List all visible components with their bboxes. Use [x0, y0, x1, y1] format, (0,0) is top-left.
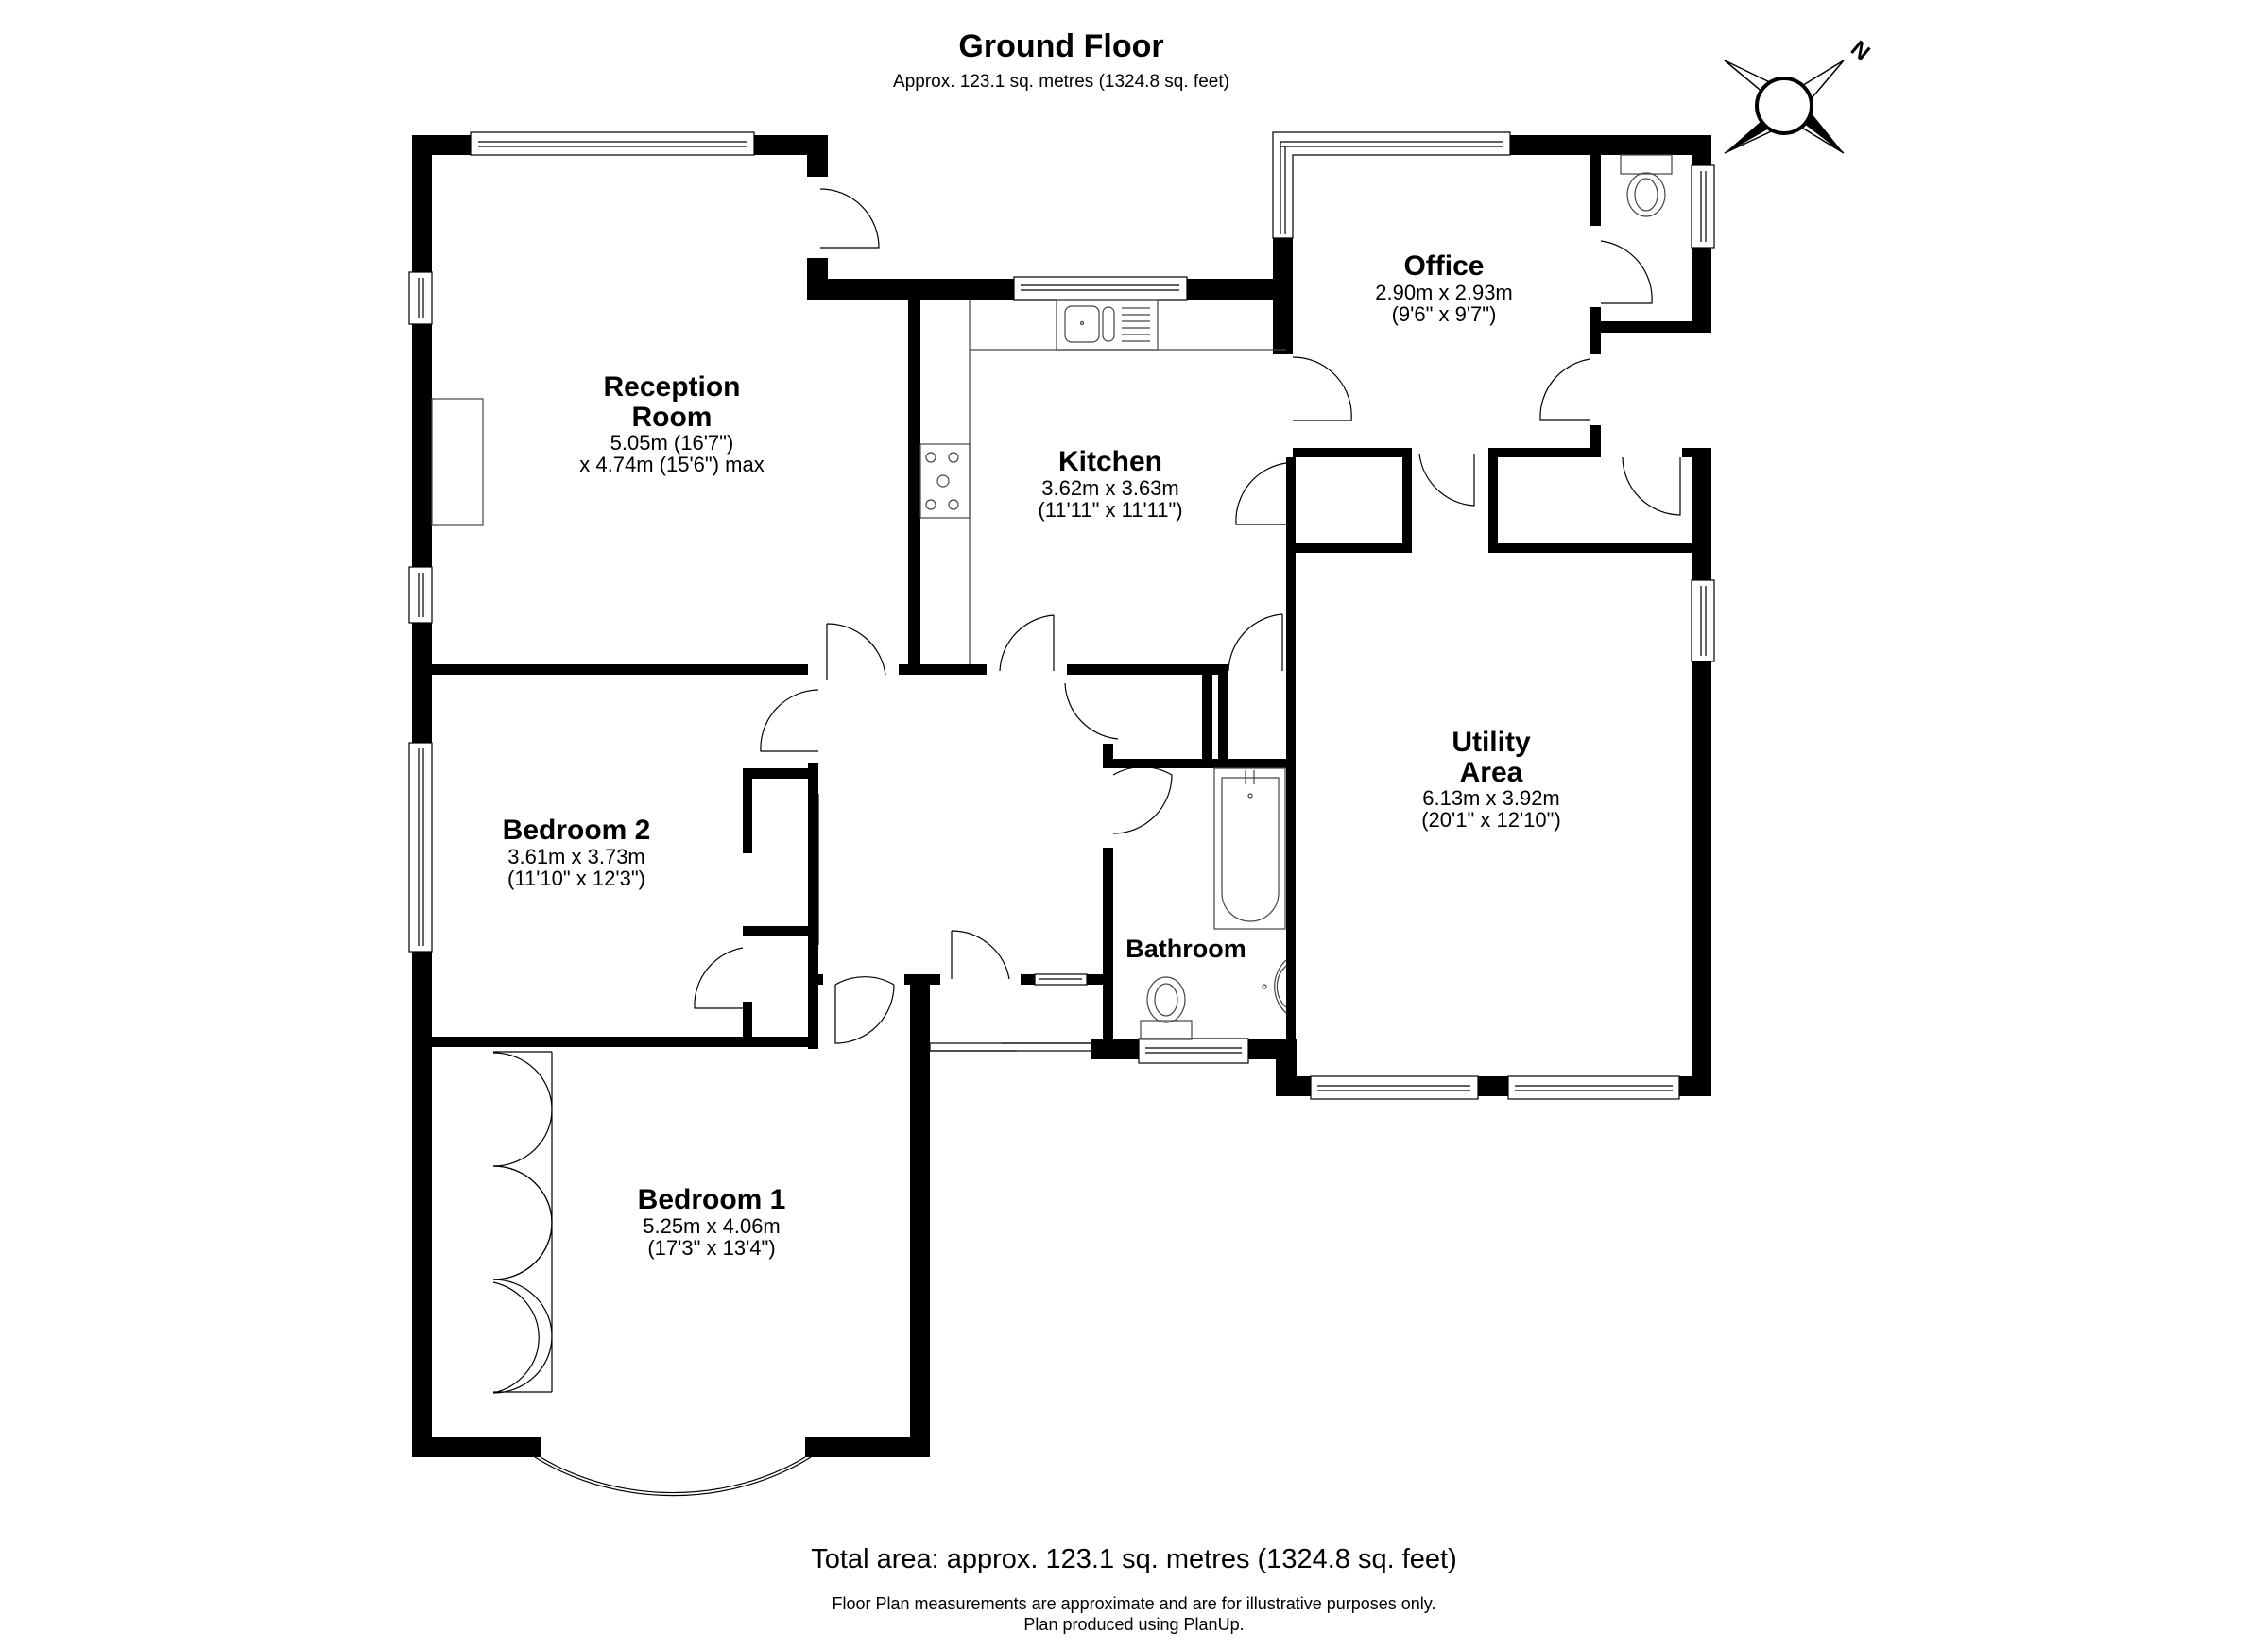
door-office-wc	[1600, 240, 1653, 304]
room-label-bedroom-2: Bedroom 2 3.61m x 3.73m (11'10" x 12'3")	[502, 815, 651, 890]
fireplace-hearth	[431, 398, 484, 526]
door-bathroom	[1112, 766, 1173, 834]
room-label-reception: Reception Room 5.05m (16'7") x 4.74m (15…	[579, 371, 765, 477]
room-label-bathroom: Bathroom	[1125, 935, 1246, 963]
bathroom-toilet-icon	[1140, 976, 1193, 1040]
fixtures	[431, 154, 1673, 1040]
door-office-utility	[1539, 358, 1591, 421]
hob-icon	[919, 443, 971, 519]
door-hall-cupboard	[1064, 682, 1119, 740]
door-office-cupboard-left	[1418, 453, 1475, 507]
basin-icon	[1262, 959, 1287, 1014]
kitchen-sink-icon	[1056, 299, 1159, 351]
door-reception-hall	[826, 623, 886, 680]
room-label-office: Office 2.90m x 2.93m (9'6" x 9'7")	[1375, 250, 1513, 326]
footer-note: Floor Plan measurements are approximate …	[0, 1593, 2268, 1635]
wc-toilet-icon	[1620, 154, 1673, 217]
door-bed2-hall	[760, 689, 819, 752]
floor-area-subtitle: Approx. 123.1 sq. metres (1324.8 sq. fee…	[893, 72, 1229, 92]
room-label-utility: Utility Area 6.13m x 3.92m (20'1" x 12'1…	[1421, 727, 1561, 833]
door-store	[1228, 613, 1283, 672]
total-area: Total area: approx. 123.1 sq. metres (13…	[811, 1544, 1457, 1574]
bath-icon	[1213, 767, 1286, 930]
disclaimer: Floor Plan measurements are approximate …	[832, 1594, 1436, 1613]
door-reception-external	[819, 188, 880, 249]
doors	[492, 188, 1681, 1394]
door-bed2-wardrobe	[694, 947, 744, 1009]
wardrobe-door-3	[492, 1281, 540, 1394]
door-kitchen-hall	[999, 614, 1055, 672]
door-kitchen-office	[1292, 356, 1352, 421]
plan-credit: Plan produced using PlanUp.	[1023, 1615, 1245, 1634]
door-porch	[951, 930, 1010, 980]
floor-title: Ground Floor	[958, 28, 1164, 64]
room-label-bedroom-1: Bedroom 1 5.25m x 4.06m (17'3" x 13'4")	[637, 1184, 786, 1260]
door-kitchen-cupboard	[1235, 462, 1287, 525]
room-label-kitchen: Kitchen 3.62m x 3.63m (11'11" x 11'11")	[1038, 446, 1183, 522]
door-bed1-hall	[834, 976, 895, 1044]
compass-rose-icon: N	[1724, 36, 1875, 154]
wardrobe-door-2	[492, 1165, 553, 1394]
walls	[412, 135, 1711, 1457]
north-label: N	[1846, 36, 1875, 66]
wardrobe-door-1	[492, 1052, 553, 1280]
windows	[408, 131, 1715, 1497]
door-office-cupboard-right	[1622, 456, 1681, 516]
